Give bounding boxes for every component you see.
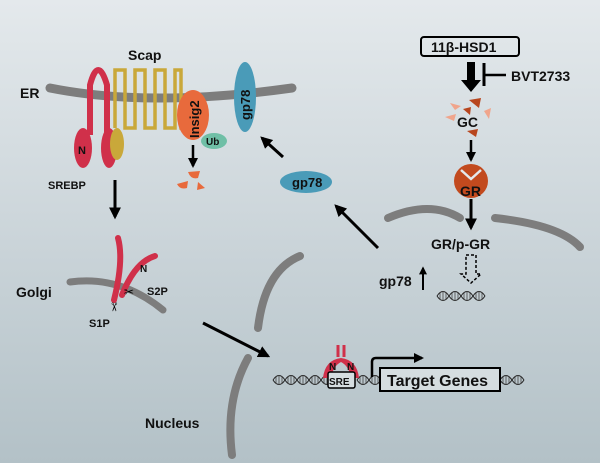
gp78-to-er-arrow: [260, 136, 285, 159]
sre-label: SRE: [329, 377, 350, 388]
golgi-to-nucleus-arrow: [202, 321, 271, 358]
er-label: ER: [20, 85, 39, 101]
nucleus-membrane-4: [491, 214, 584, 251]
gc-molecules: [445, 98, 491, 137]
gp78-membrane-protein: [234, 62, 256, 132]
hsd1-to-gc-arrow: [461, 62, 481, 92]
hsd1-box: [420, 36, 520, 57]
target-genes-label: Target Genes: [387, 373, 488, 390]
nucleus-to-gp78-arrow: [334, 204, 380, 250]
bvt-label: BVT2733: [511, 68, 570, 84]
golgi-srebp-fragment-1: [111, 235, 124, 303]
sre-n-left-label: N: [329, 362, 336, 373]
ub-label: Ub: [206, 137, 219, 148]
ub-tag: [201, 133, 227, 149]
nucleus-membrane-3: [384, 205, 464, 222]
insig2-fragments: [177, 171, 205, 190]
gp78-up-label: gp78: [379, 273, 412, 289]
gr-pgr-label: GR/p-GR: [431, 236, 490, 252]
gr-target-dna: [436, 290, 486, 302]
scap-domain: [110, 128, 124, 160]
srebp-protein: [87, 67, 110, 135]
gr-binding-pocket: [460, 169, 482, 181]
gp78-membrane-label: gp78: [238, 90, 253, 120]
gp78-free-protein: [280, 171, 332, 193]
golgi-srebp-fragment-2: [119, 253, 158, 298]
er-membrane: [45, 83, 297, 103]
srebp-label: SREBP: [48, 180, 86, 192]
s1p-scissors-icon: ✂: [107, 302, 121, 312]
nucleus-label: Nucleus: [145, 415, 200, 431]
scap-protein: [113, 68, 188, 130]
golgi-n-label: N: [140, 264, 147, 275]
s2p-label: S2P: [147, 286, 168, 298]
insig2-protein: [177, 90, 209, 140]
srebp-n-label: N: [78, 145, 86, 157]
s1p-label: S1P: [89, 318, 110, 330]
gc-label: GC: [457, 114, 478, 130]
pgr-dashed-arrow: [459, 254, 483, 285]
srebp-n-domain: [74, 128, 92, 168]
transcription-start-arrow: [370, 353, 424, 377]
insig2-label: Insig2: [187, 100, 202, 138]
sre-n-right-label: N: [347, 362, 354, 373]
golgi-label: Golgi: [16, 284, 52, 300]
gr-label: GR: [460, 183, 481, 199]
hsd1-label: 11β-HSD1: [431, 39, 497, 55]
target-genes-box: [379, 367, 501, 392]
s2p-scissors-icon: ✂: [124, 285, 134, 299]
nucleus-membrane-2: [226, 354, 252, 459]
nucleus-membrane-1: [254, 252, 304, 332]
gp78-free-label: gp78: [292, 175, 322, 190]
sre-box: [327, 371, 356, 389]
scap-label: Scap: [128, 47, 161, 63]
